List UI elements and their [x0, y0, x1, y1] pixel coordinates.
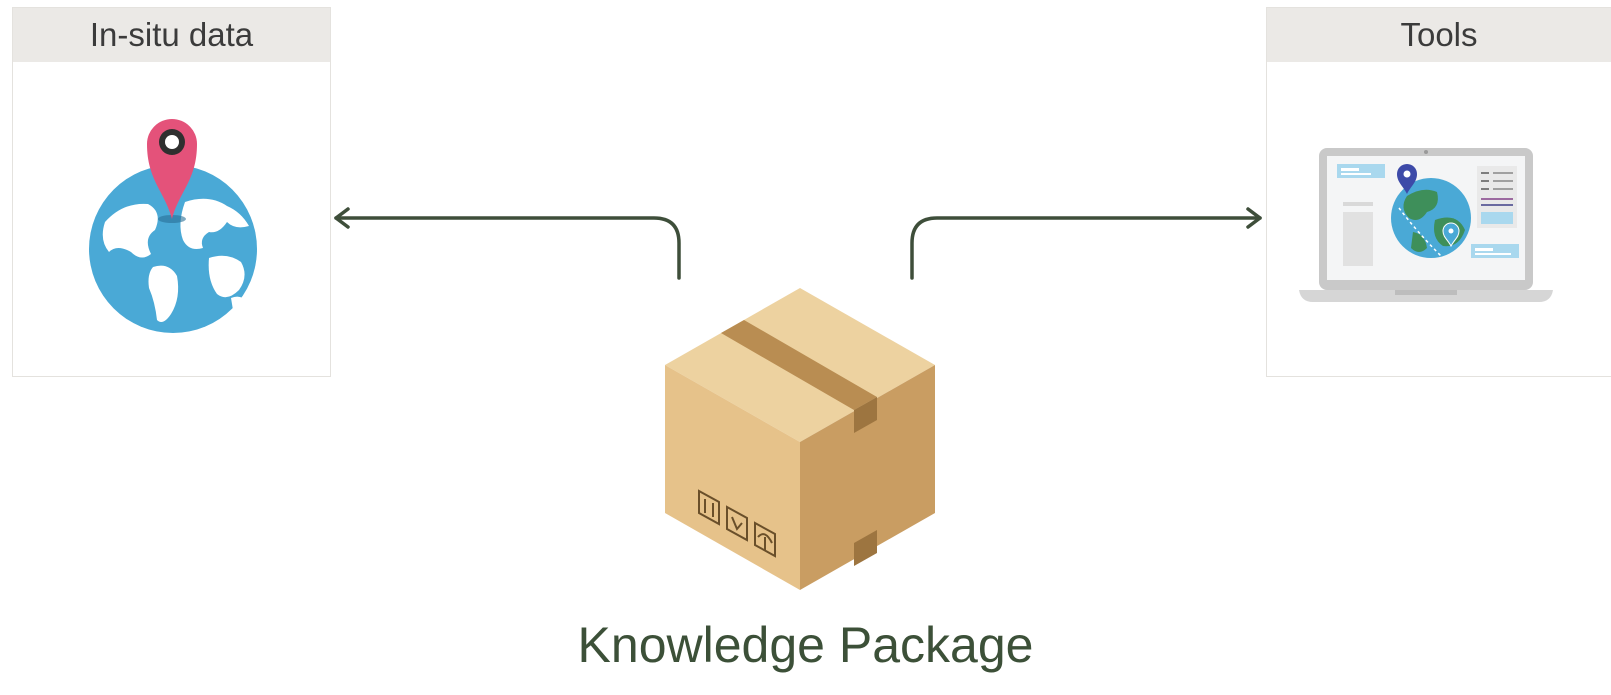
tools-title: Tools [1267, 8, 1611, 62]
cardboard-box-icon [665, 288, 935, 590]
handling-symbols [698, 489, 776, 558]
globe-with-location-pin-icon [89, 119, 257, 333]
laptop-map-icon [1299, 148, 1553, 302]
in-situ-data-body [13, 62, 330, 376]
tools-card: Tools [1266, 7, 1611, 377]
left-arrow [334, 207, 681, 280]
in-situ-data-card: In-situ data [12, 7, 331, 377]
right-arrow [910, 207, 1262, 280]
in-situ-data-title: In-situ data [13, 8, 330, 62]
knowledge-package-label: Knowledge Package [577, 617, 1034, 673]
tools-body [1267, 62, 1611, 376]
